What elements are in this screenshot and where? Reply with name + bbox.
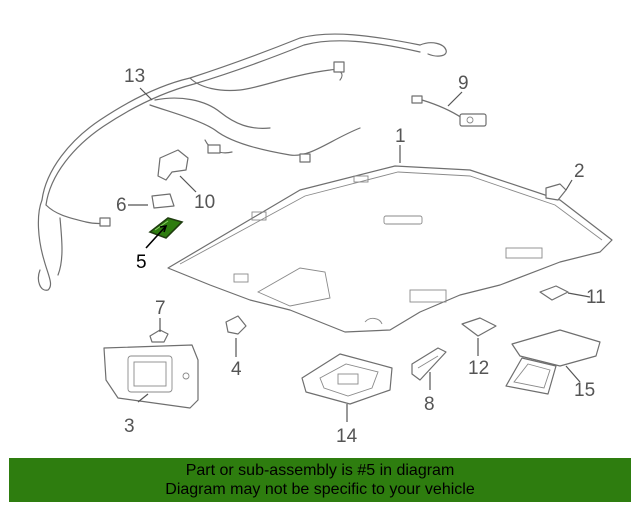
callout-7: 7	[155, 298, 166, 319]
callout-1: 1	[395, 126, 406, 147]
clip-part-6[interactable]	[151, 193, 175, 209]
sensor-cable-part-9[interactable]	[411, 95, 487, 127]
grab-handle-part-8[interactable]	[411, 347, 447, 381]
headliner-part-1[interactable]	[167, 165, 613, 333]
handle-part-12[interactable]	[461, 317, 497, 337]
callout-11: 11	[586, 287, 606, 308]
callout-3: 3	[124, 416, 135, 437]
sunvisor-part-3[interactable]	[103, 344, 199, 409]
callout-10: 10	[194, 192, 215, 213]
bracket-part-10[interactable]	[157, 149, 189, 181]
callout-2: 2	[574, 161, 585, 182]
callout-5: 5	[136, 252, 147, 273]
callout-15: 15	[574, 380, 595, 401]
info-banner: Part or sub-assembly is #5 in diagram Di…	[9, 458, 631, 502]
banner-line-part-number: Part or sub-assembly is #5 in diagram	[185, 462, 455, 479]
leader-lines	[128, 87, 591, 422]
callout-9: 9	[458, 73, 469, 94]
overhead-console-part-14[interactable]	[301, 353, 393, 405]
callout-6: 6	[116, 195, 127, 216]
callout-4: 4	[231, 359, 242, 380]
clip-part-7[interactable]	[149, 329, 169, 343]
wiring-harness-part-13[interactable]	[37, 33, 447, 291]
lamp-part-11[interactable]	[539, 285, 569, 301]
callout-12: 12	[468, 358, 489, 379]
clip-part-2[interactable]	[545, 183, 567, 201]
callout-8: 8	[424, 394, 435, 415]
overhead-display-part-15[interactable]	[505, 329, 601, 395]
parts-diagram: 1 2 3 4 5 6 7 8 9 10 11 12 13 14 15	[37, 33, 613, 447]
callout-labels: 1 2 3 4 5 6 7 8 9 10 11 12 13 14 15	[116, 66, 606, 447]
clip-part-4[interactable]	[225, 315, 247, 335]
callout-14: 14	[336, 426, 358, 447]
callout-13: 13	[124, 66, 145, 87]
banner-line-disclaimer: Diagram may not be specific to your vehi…	[165, 481, 475, 498]
